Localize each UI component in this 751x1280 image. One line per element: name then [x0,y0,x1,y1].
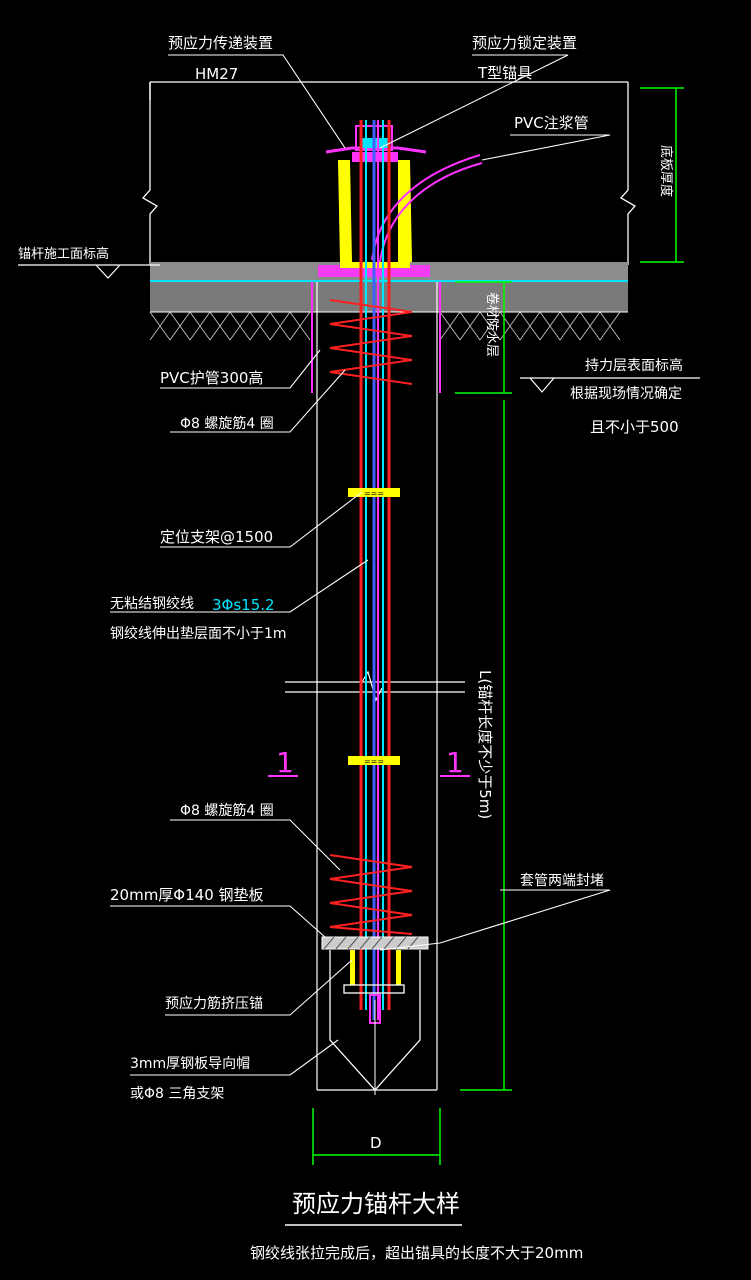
label-bearing-level: 持力层表面标高 [585,357,683,374]
section-mark-left: 1 [276,746,294,779]
label-sleeve-seal: 套管两端封堵 [520,873,604,889]
label-spiral-bottom: Φ8 螺旋筋4 圈 [180,802,274,819]
strand-bundle [359,120,391,1020]
base-thickness-dimension [640,87,684,263]
entry-depth-dimension [455,281,512,394]
level-marker-work [18,264,160,279]
label-base-thickness: 底板厚度 [658,145,674,197]
label-t-anchor: T型锚具 [477,64,532,82]
label-plate: 20mm厚Φ140 钢垫板 [110,886,264,904]
pvc-sleeve [311,282,441,393]
level-marker-bearing [520,377,700,393]
label-entry-depth: 根据现场情况确定 [570,386,682,402]
label-prestress-connector: 预应力传递装置 [168,34,273,52]
pvc-grout-pipe [371,154,483,263]
label-length-dim: L(锚杆长度不少于5m) [476,670,494,819]
label-hm27: HM27 [195,65,238,83]
label-pvc-grout: PVC注浆管 [514,114,589,132]
label-tripod: 或Φ8 三角支架 [130,1086,224,1102]
label-strand-spec: 3Φs15.2 [212,596,275,614]
svg-text:===: === [364,489,384,498]
spacer-upper: === [348,488,400,498]
label-diameter: D [370,1134,382,1152]
soil-hatch [149,311,621,341]
anchor-length-dimension [460,400,512,1091]
drawing-note: 钢绞线张拉完成后，超出锚具的长度不大于20mm [250,1244,583,1262]
foundation-slab [141,81,637,265]
label-bottom-anchor: 预应力筋挤压锚 [165,995,263,1012]
leader-lines [110,54,611,1076]
label-prestress-lock: 预应力锁定装置 [472,34,577,52]
label-entry-depth-2: 且不小于500 [590,418,679,436]
label-pvc-sleeve: PVC护管300高 [160,369,263,387]
spiral-rebar-top [329,299,413,385]
svg-text:===: === [364,757,384,766]
drawing-title: 预应力锚杆大样 [292,1190,460,1218]
label-waterproof: 卷材防水层 [484,292,500,357]
label-spacer: 定位支架@1500 [160,528,273,546]
label-spiral-top: Φ8 螺旋筋4 圈 [180,415,274,432]
spacer-lower: === [348,756,400,766]
spiral-rebar-bottom [329,854,413,935]
label-anchor-work-level: 锚杆施工面标高 [18,246,109,262]
label-guide-cap: 3mm厚钢板导向帽 [130,1056,250,1072]
bearing-plate [321,936,429,950]
section-mark-right: 1 [446,746,464,779]
diameter-dimension [312,1108,441,1165]
label-strand-note: 钢绞线伸出垫层面不小于1m [110,625,287,642]
label-strand: 无粘结钢绞线 [110,595,194,612]
